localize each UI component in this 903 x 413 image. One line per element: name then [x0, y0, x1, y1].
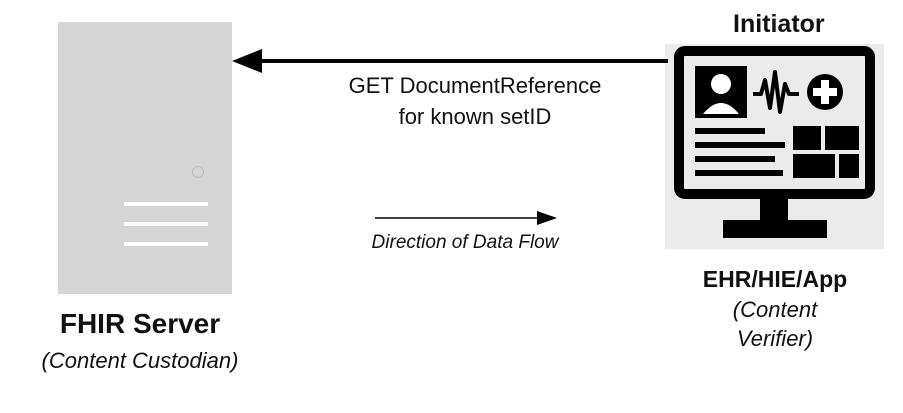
record-line [695, 128, 765, 134]
ehr-monitor-graphic [674, 46, 875, 238]
server-slot-line [124, 222, 208, 226]
server-led [192, 166, 204, 178]
ehr-monitor-icon [665, 44, 884, 249]
request-label-line2: for known setID [398, 104, 552, 129]
ehr-subtitle-line2: Verifier) [736, 326, 814, 351]
monitor-base [723, 220, 827, 238]
request-arrow [232, 49, 668, 73]
server-icon [58, 22, 232, 294]
medical-cross-icon [807, 74, 843, 110]
server-title: FHIR Server [59, 308, 221, 339]
heartbeat-icon [753, 70, 799, 114]
record-line [695, 170, 783, 176]
flow-arrow [375, 211, 557, 225]
initiator-label: Initiator [733, 10, 825, 38]
person-icon [695, 66, 747, 118]
ehr-title: EHR/HIE/App [702, 266, 848, 292]
flow-label: Direction of Data Flow [371, 232, 559, 253]
request-label-line1: GET DocumentReference [348, 73, 602, 98]
server-subtitle: (Content Custodian) [41, 348, 239, 373]
server-slot-line [124, 242, 208, 246]
record-line [695, 142, 785, 148]
ehr-subtitle-line1: (Content [732, 297, 818, 322]
record-line [695, 156, 775, 162]
record-grid [793, 126, 859, 178]
monitor-neck [760, 194, 788, 222]
server-slot-line [124, 202, 208, 206]
